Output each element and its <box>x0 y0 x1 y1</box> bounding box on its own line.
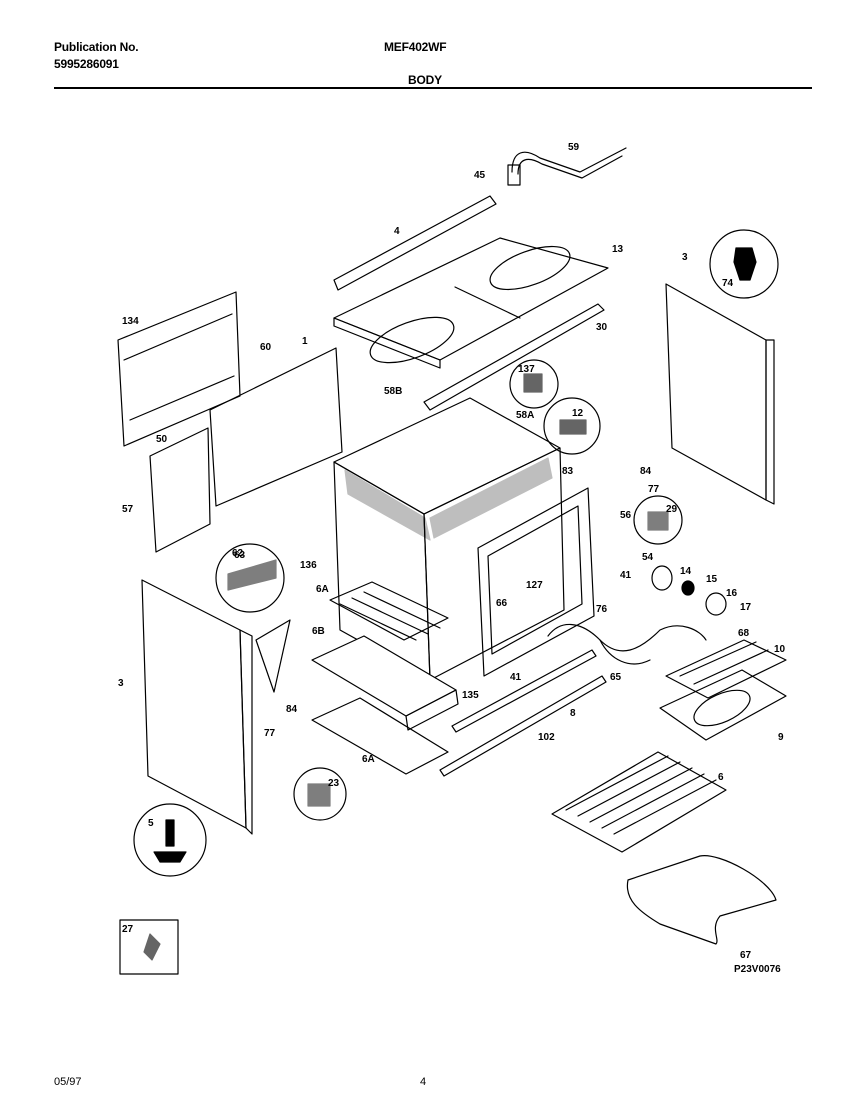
callout-65: 65 <box>610 672 622 683</box>
header-rule <box>54 87 812 89</box>
callout-58A: 58A <box>516 410 534 421</box>
broil-pan-grid <box>665 639 787 699</box>
callout-3-left: 3 <box>118 678 124 689</box>
callout-58B: 58B <box>384 386 402 397</box>
callout-76: 76 <box>596 604 608 615</box>
callout-labels: 59 45 4 13 3 74 134 60 1 30 58B 137 58A … <box>118 142 786 975</box>
callout-63-upper: 63 <box>234 550 246 561</box>
rear-shield <box>149 427 211 553</box>
callout-135: 135 <box>462 690 479 701</box>
callout-15: 15 <box>706 574 718 585</box>
callout-8: 8 <box>570 708 576 719</box>
callout-29: 29 <box>666 504 678 515</box>
callout-41-lower: 41 <box>510 672 522 683</box>
bake-element <box>547 623 707 665</box>
callout-66: 66 <box>496 598 508 609</box>
bottom-tray <box>311 697 449 775</box>
detail-circle-5 <box>133 803 207 877</box>
callout-30: 30 <box>596 322 608 333</box>
knob-parts <box>651 565 727 616</box>
callout-41-upper: 41 <box>620 570 632 581</box>
callout-27: 27 <box>122 924 134 935</box>
callout-83: 83 <box>562 466 574 477</box>
callout-59: 59 <box>568 142 580 153</box>
publication-number: 5995286091 <box>54 57 119 71</box>
front-frame <box>477 487 595 677</box>
footer-date: 05/97 <box>54 1076 82 1088</box>
callout-6A-lower: 6A <box>362 754 375 765</box>
callout-136: 136 <box>300 560 317 571</box>
oven-body <box>333 397 565 681</box>
callout-68: 68 <box>738 628 750 639</box>
callout-45: 45 <box>474 170 486 181</box>
callout-84-left: 84 <box>286 704 298 715</box>
inner-side-panel <box>209 347 343 507</box>
model-number: MEF402WF <box>384 40 447 54</box>
callout-3-right: 3 <box>682 252 688 263</box>
callout-6: 6 <box>718 772 724 783</box>
right-side-panel <box>665 283 775 505</box>
callout-6B: 6B <box>312 626 325 637</box>
oven-rack <box>329 581 449 641</box>
corner-bracket <box>255 619 291 693</box>
large-oven-rack <box>551 751 727 853</box>
callout-74: 74 <box>722 278 734 289</box>
callout-102: 102 <box>538 732 555 743</box>
detail-circle-137 <box>509 359 559 409</box>
callout-134: 134 <box>122 316 139 327</box>
callout-77-right: 77 <box>648 484 660 495</box>
callout-16: 16 <box>726 588 738 599</box>
callout-17: 17 <box>740 602 752 613</box>
section-title: BODY <box>408 73 442 87</box>
publication-label: Publication No. <box>54 40 139 54</box>
footer-page-number: 4 <box>420 1076 427 1088</box>
callout-13: 13 <box>612 244 624 255</box>
detail-circle-23 <box>293 767 347 821</box>
callout-10: 10 <box>774 644 786 655</box>
drawing-code: P23V0076 <box>734 964 781 975</box>
broil-pan <box>659 669 787 741</box>
callout-56: 56 <box>620 510 632 521</box>
callout-67: 67 <box>740 950 752 961</box>
detail-circle-12 <box>543 397 601 455</box>
detail-circle-29 <box>633 495 683 545</box>
callout-14: 14 <box>680 566 692 577</box>
callout-60: 60 <box>260 342 272 353</box>
cooktop-panel <box>333 237 609 369</box>
broiler-drawer <box>311 635 459 731</box>
callout-77-left: 77 <box>264 728 276 739</box>
callout-4: 4 <box>394 226 400 237</box>
callout-84-top: 84 <box>640 466 652 477</box>
rear-strip <box>333 195 497 291</box>
callout-6A-upper: 6A <box>316 584 329 595</box>
callout-23: 23 <box>328 778 340 789</box>
callout-57: 57 <box>122 504 134 515</box>
callout-5: 5 <box>148 818 154 829</box>
callout-137: 137 <box>518 364 535 375</box>
detail-circle-62 <box>215 543 285 613</box>
hose <box>507 147 627 186</box>
broil-element <box>626 855 777 945</box>
detail-circle-74 <box>709 229 779 299</box>
inset-box <box>119 919 179 975</box>
bottom-rails <box>439 649 607 777</box>
callout-62: 62 <box>232 548 244 559</box>
callout-1: 1 <box>302 336 308 347</box>
callout-54: 54 <box>642 552 654 563</box>
callout-127: 127 <box>526 580 543 591</box>
callout-50: 50 <box>156 434 168 445</box>
front-trim <box>423 303 605 411</box>
callout-9: 9 <box>778 732 784 743</box>
left-side-panel <box>141 579 253 835</box>
back-panel <box>117 291 241 447</box>
callout-12: 12 <box>572 408 584 419</box>
